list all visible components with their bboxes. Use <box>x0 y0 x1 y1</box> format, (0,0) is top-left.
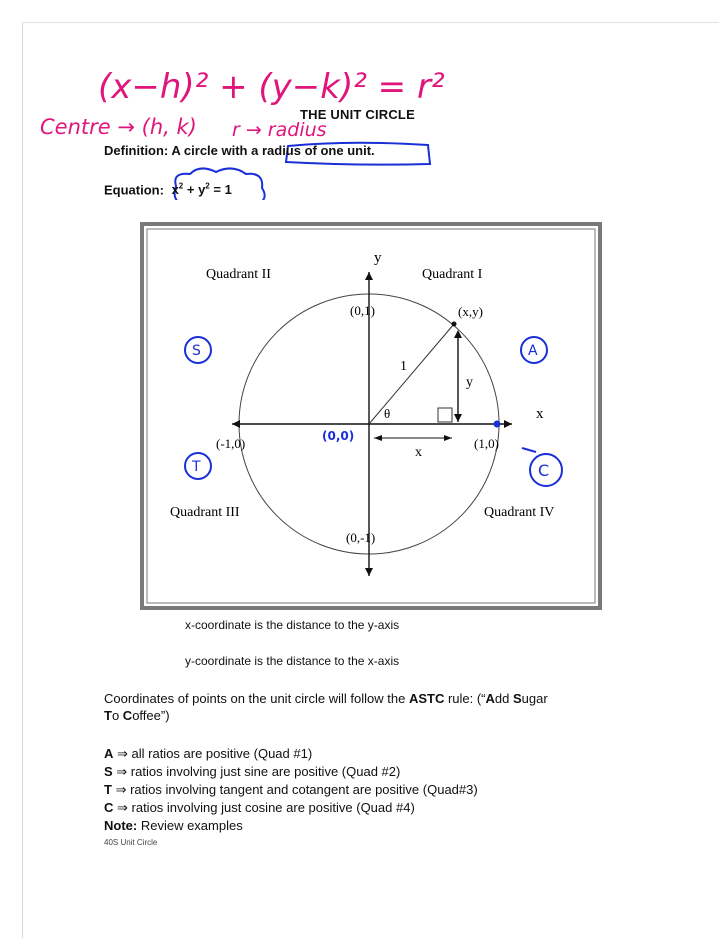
rule-s-text: ratios involving just sine are positive … <box>130 764 401 779</box>
quadrant-2-label: Quadrant II <box>206 267 271 282</box>
astc-rules-list: A ⇒ all ratios are positive (Quad #1) S … <box>104 745 478 835</box>
astc-s-circle <box>184 336 212 364</box>
astc-add-rest: dd <box>494 691 513 706</box>
rule-t-arrow: ⇒ <box>111 782 131 797</box>
equation-expression: x2 + y2 = 1 <box>172 182 232 197</box>
y-coordinate-note: y-coordinate is the distance to the x-ax… <box>185 654 400 668</box>
rule-s-letter: S <box>104 764 113 779</box>
equation-label: Equation: <box>104 182 164 198</box>
point-one-zero-dot <box>493 420 501 428</box>
point-top-label: (0,1) <box>350 303 375 318</box>
definition-text: A circle with a <box>171 143 259 158</box>
leg-x-arrow-right <box>444 435 452 441</box>
handwritten-annotations: (x−h)² + (y−k)² = r² Centre → (h, k) r →… <box>40 67 445 200</box>
equation-x: x <box>171 182 179 198</box>
astc-rule-paragraph: Coordinates of points on the unit circle… <box>104 690 644 724</box>
page-edge <box>22 22 719 938</box>
angle-theta-label: θ <box>384 406 390 421</box>
unit-circle-diagram: y x Quadrant II Quadrant I Quadrant III … <box>140 222 602 610</box>
astc-rule-middle: rule: (“ <box>444 691 486 706</box>
page-footer: 40S Unit Circle <box>104 838 158 847</box>
page-title: THE UNIT CIRCLE <box>300 107 415 122</box>
point-xy-dot <box>451 321 457 327</box>
diagram-frame-inner <box>146 228 596 604</box>
astc-to-t: T <box>104 708 112 723</box>
equation-exp-x: 2 <box>178 182 184 191</box>
note-text: Review examples <box>137 818 243 833</box>
definition-line: Definition: A circle with a radius of on… <box>104 143 375 158</box>
hypotenuse-label: 1 <box>400 359 407 374</box>
astc-sugar-s: S <box>512 691 522 706</box>
rule-t: T ⇒ ratios involving tangent and cotange… <box>104 781 478 799</box>
handwritten-centre-note: Centre → (h, k) <box>40 115 197 139</box>
equation-y: + y <box>183 182 206 198</box>
rule-a-letter: A <box>104 746 114 761</box>
rule-s-arrow: ⇒ <box>112 764 131 779</box>
note-label: Note: <box>104 818 138 833</box>
leg-y-arrow-down <box>454 414 462 422</box>
y-axis-arrow-down <box>365 568 373 576</box>
astc-rule-name: ASTC <box>408 691 445 706</box>
leg-x-label: x <box>415 445 422 460</box>
astc-t-letter: T <box>191 459 201 475</box>
axis-y-label: y <box>374 250 382 266</box>
astc-to-rest: o <box>111 708 123 723</box>
quadrant-1-label: Quadrant I <box>422 267 483 282</box>
astc-coffee-rest: offee”) <box>132 708 170 723</box>
definition-highlight: radius of one unit. <box>261 143 375 158</box>
right-angle-mark <box>437 407 453 423</box>
rule-c: C ⇒ ratios involving just cosine are pos… <box>104 799 478 817</box>
highlight-box <box>284 141 432 166</box>
astc-c-tick <box>521 447 537 453</box>
point-right-label: (1,0) <box>474 436 499 451</box>
rule-c-arrow: ⇒ <box>113 800 132 815</box>
astc-a-circle <box>520 336 548 364</box>
leg-x-arrow-left <box>374 435 382 441</box>
equation-exp-y: 2 <box>205 182 210 191</box>
point-bottom-label: (0,-1) <box>346 530 375 545</box>
leg-y-arrow-up <box>454 330 462 338</box>
astc-c-letter: C <box>538 461 549 480</box>
astc-rule-before: Coordinates of points on the unit circle… <box>104 691 409 706</box>
equation-cloud <box>173 167 266 200</box>
point-xy-label: (x,y) <box>458 304 483 319</box>
definition-label: Definition: <box>104 143 169 158</box>
handwritten-radius-note: r → radius <box>232 119 327 141</box>
astc-t-circle <box>184 452 212 480</box>
x-axis-arrow-left <box>232 420 240 428</box>
leg-y-label: y <box>466 375 473 390</box>
note-line: Note: Review examples <box>104 817 478 835</box>
rule-s: S ⇒ ratios involving just sine are posit… <box>104 763 478 781</box>
x-coordinate-note: x-coordinate is the distance to the y-ax… <box>185 618 400 632</box>
quadrant-3-label: Quadrant III <box>170 505 240 520</box>
rule-a-arrow: ⇒ <box>113 746 132 761</box>
rule-t-letter: T <box>104 782 112 797</box>
point-left-label: (-1,0) <box>216 436 245 451</box>
astc-c-circle <box>529 453 563 487</box>
quadrant-4-label: Quadrant IV <box>484 505 554 520</box>
rule-a-text: all ratios are positive (Quad #1) <box>131 746 313 761</box>
astc-a-letter: A <box>528 343 538 359</box>
equation-equals-one: = 1 <box>209 182 232 198</box>
rule-c-letter: C <box>104 800 114 815</box>
rule-a: A ⇒ all ratios are positive (Quad #1) <box>104 745 478 763</box>
handwritten-origin-label: (0,0) <box>322 429 354 443</box>
equation-line: Equation: x2 + y2 = 1 <box>104 182 232 197</box>
astc-coffee-c: C <box>122 708 133 723</box>
diagram-frame <box>140 222 602 610</box>
axis-x-label: x <box>536 406 544 422</box>
astc-s-letter: S <box>192 343 201 359</box>
x-axis-arrow-right <box>504 420 512 428</box>
astc-sugar-rest: ugar <box>521 691 548 706</box>
handwritten-formula: (x−h)² + (y−k)² = r² <box>98 67 445 107</box>
rule-c-text: ratios involving just cosine are positiv… <box>131 800 415 815</box>
radius-line <box>368 323 455 425</box>
y-axis-arrow-up <box>365 272 373 280</box>
rule-t-text: ratios involving tangent and cotangent a… <box>130 782 478 797</box>
astc-add-a: A <box>485 691 495 706</box>
